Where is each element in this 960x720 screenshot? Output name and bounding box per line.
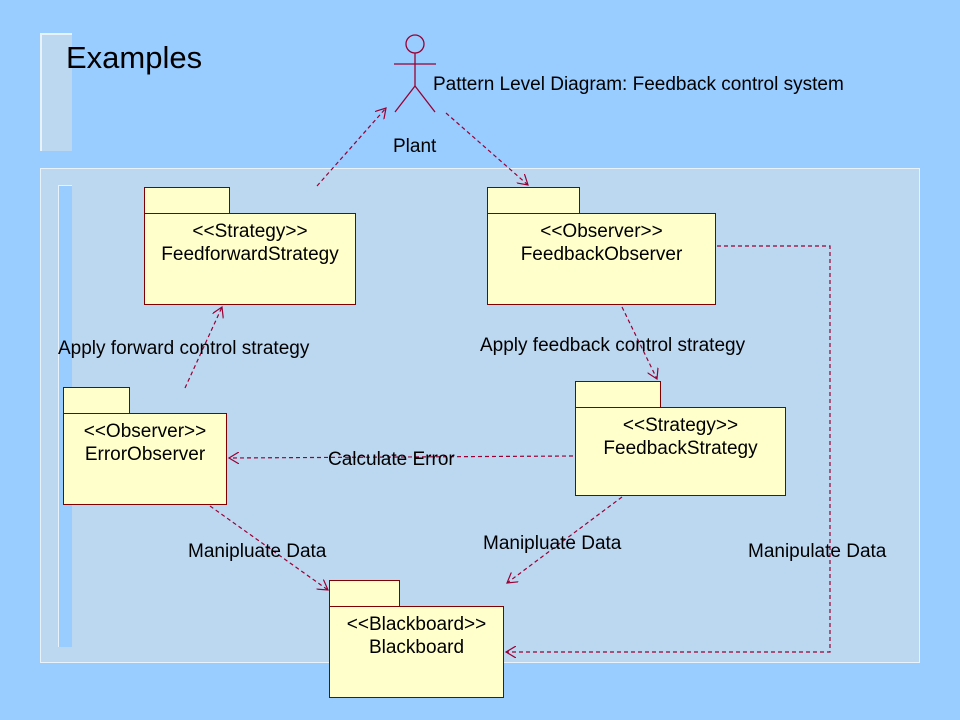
- package-body: <<Observer>> ErrorObserver: [63, 413, 227, 505]
- edge-label-calculate-error: Calculate Error: [328, 449, 455, 470]
- slide-title: Examples: [66, 40, 203, 75]
- package-stereotype: <<Observer>>: [83, 421, 207, 442]
- edge-feedback-strategy-to-error-observer: [229, 456, 574, 458]
- package-tab: [144, 187, 230, 215]
- diagram-subtitle: Pattern Level Diagram: Feedback control …: [433, 74, 844, 95]
- package-tab: [575, 381, 661, 409]
- package-name: ErrorObserver: [84, 444, 206, 465]
- decorative-bar-top: [40, 33, 72, 151]
- package-stereotype: <<Blackboard>>: [346, 614, 487, 635]
- package-tab: [63, 387, 130, 415]
- package-tab: [329, 580, 400, 608]
- edge-feedback-observer-to-feedback-strategy: [621, 306, 657, 379]
- edge-feedback-strategy-to-blackboard: [507, 496, 623, 583]
- edge-error-observer-to-blackboard: [209, 505, 328, 590]
- edge-feedback-observer-to-blackboard: [506, 245, 831, 652]
- edge-feedforward-to-plant: [316, 108, 386, 187]
- package-name: FeedbackStrategy: [603, 438, 758, 459]
- package-name: Blackboard: [368, 637, 465, 658]
- edge-error-observer-to-feedforward: [184, 307, 222, 389]
- package-name: FeedforwardStrategy: [161, 244, 339, 265]
- stick-figure-actor-icon: [394, 34, 436, 113]
- package-body: <<Strategy>> FeedforwardStrategy: [144, 213, 356, 305]
- package-body: <<Observer>> FeedbackObserver: [487, 213, 716, 305]
- package-body: <<Blackboard>> Blackboard: [329, 606, 504, 698]
- edge-label-manipulate-right: Manipulate Data: [748, 541, 887, 562]
- package-name: FeedbackObserver: [520, 244, 683, 265]
- edge-label-manipulate-mid: Manipluate Data: [483, 533, 622, 554]
- package-stereotype: <<Strategy>>: [622, 415, 739, 436]
- edge-label-apply-feedback: Apply feedback control strategy: [480, 335, 746, 356]
- package-stereotype: <<Observer>>: [540, 221, 663, 242]
- package-body: <<Strategy>> FeedbackStrategy: [575, 407, 786, 496]
- edge-label-apply-forward: Apply forward control strategy: [58, 338, 310, 359]
- actor-label: Plant: [393, 136, 437, 157]
- package-stereotype: <<Strategy>>: [192, 221, 308, 242]
- edge-label-manipulate-left: Manipluate Data: [188, 541, 327, 562]
- edge-plant-to-feedback-observer: [445, 112, 528, 185]
